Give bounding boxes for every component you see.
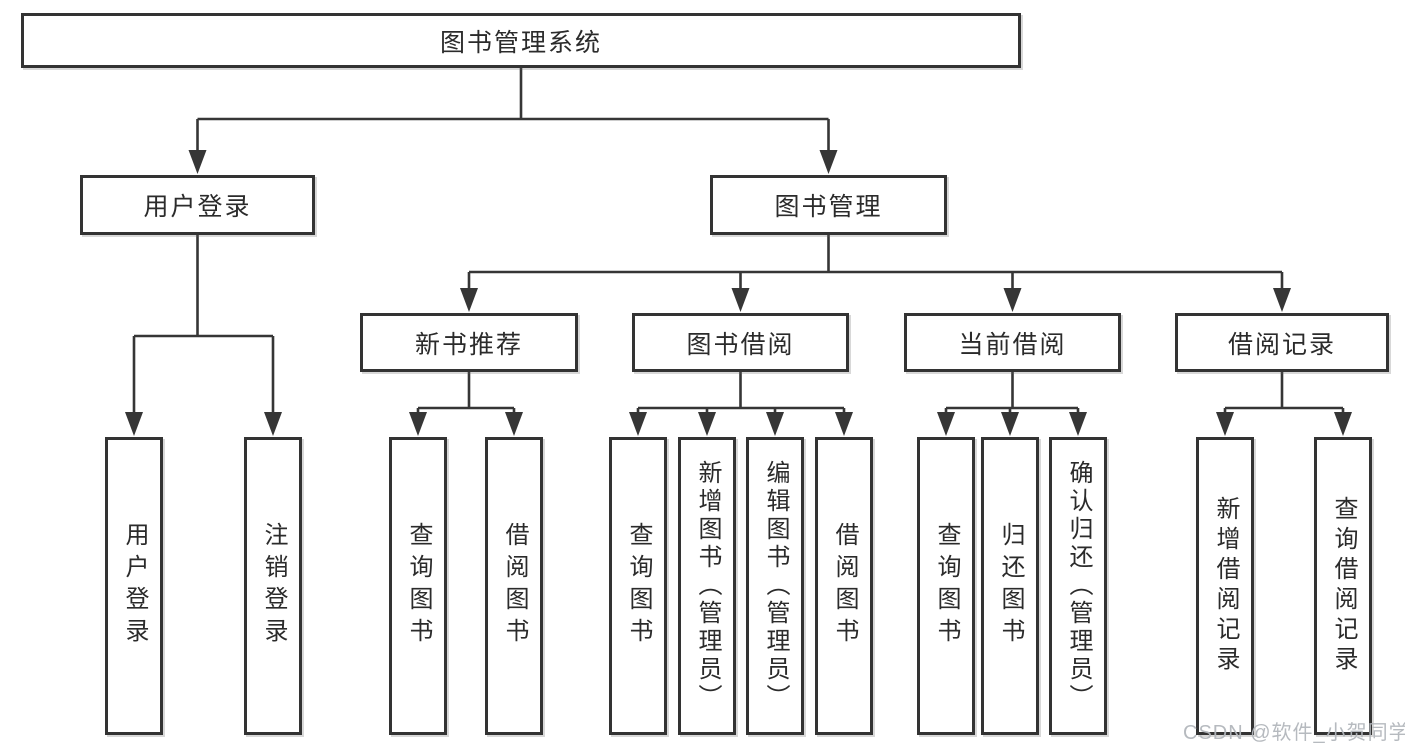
leaf-query-borrow-record-label: 查询借阅记录	[1330, 496, 1357, 676]
node-root: 图书管理系统	[21, 13, 1021, 68]
node-book-borrowing-label: 图书借阅	[686, 330, 795, 359]
arrowhead	[1003, 288, 1022, 312]
connector-current-borrowing	[944, 372, 1080, 418]
leaf-query-books-recommend: 查询图书	[389, 437, 447, 735]
arrowhead	[937, 412, 955, 436]
node-current-borrowing: 当前借阅	[904, 313, 1121, 372]
leaf-query-books-current-label: 查询图书	[933, 522, 960, 650]
leaf-borrow-books-borrowing: 借阅图书	[815, 437, 873, 735]
leaf-user-login: 用户登录	[105, 437, 163, 735]
leaf-query-books-borrowing-label: 查询图书	[625, 522, 652, 650]
arrowhead	[698, 412, 716, 436]
leaf-return-books-label: 归还图书	[997, 522, 1024, 650]
arrowhead	[264, 412, 282, 436]
node-new-book-recommend: 新书推荐	[360, 313, 578, 372]
arrowhead	[188, 150, 207, 174]
node-borrowing-records: 借阅记录	[1175, 313, 1389, 372]
leaf-user-login-label: 用户登录	[121, 522, 148, 650]
csdn-watermark: CSDN @软件_小贺同学	[1183, 722, 1405, 744]
leaf-confirm-return-admin: 确认归还（管理员）	[1049, 437, 1107, 735]
connector-borrowing-records	[1223, 372, 1345, 418]
node-borrowing-records-label: 借阅记录	[1227, 330, 1336, 359]
node-book-management: 图书管理	[710, 175, 947, 235]
node-book-management-label: 图书管理	[774, 193, 883, 221]
arrowhead	[409, 412, 427, 436]
arrowhead	[731, 288, 750, 312]
node-user-login-label: 用户登录	[143, 193, 252, 221]
arrowhead	[819, 150, 838, 174]
connector-book-borrowing	[636, 372, 846, 418]
leaf-query-books-borrowing: 查询图书	[609, 437, 667, 735]
leaf-confirm-return-admin-label: 确认归还（管理员）	[1065, 460, 1092, 712]
leaf-add-borrow-record-label: 新增借阅记录	[1212, 496, 1239, 676]
connector-user-login	[132, 235, 275, 418]
node-user-login: 用户登录	[80, 175, 315, 235]
node-root-label: 图书管理系统	[439, 28, 602, 57]
arrowhead	[1216, 412, 1234, 436]
arrowhead	[629, 412, 647, 436]
arrowhead	[125, 412, 143, 436]
arrowhead	[1001, 412, 1019, 436]
connector-root	[196, 68, 830, 156]
leaf-edit-books-admin: 编辑图书（管理员）	[746, 437, 804, 735]
leaf-add-books-admin-label: 新增图书（管理员）	[694, 460, 721, 712]
arrowhead	[1069, 412, 1087, 436]
connector-book-management	[467, 235, 1284, 294]
leaf-logout-label: 注销登录	[260, 522, 287, 650]
node-new-book-recommend-label: 新书推荐	[414, 330, 523, 359]
leaf-return-books: 归还图书	[981, 437, 1039, 735]
node-current-borrowing-label: 当前借阅	[958, 330, 1067, 359]
arrowhead	[460, 288, 478, 312]
arrowhead	[505, 412, 523, 436]
leaf-borrow-books-borrowing-label: 借阅图书	[831, 522, 858, 650]
leaf-add-borrow-record: 新增借阅记录	[1196, 437, 1254, 735]
arrowhead	[1273, 288, 1291, 312]
arrowhead	[835, 412, 853, 436]
leaf-edit-books-admin-label: 编辑图书（管理员）	[762, 460, 789, 712]
leaf-query-books-recommend-label: 查询图书	[405, 522, 432, 650]
leaf-borrow-books-recommend-label: 借阅图书	[501, 522, 528, 650]
leaf-query-books-current: 查询图书	[917, 437, 975, 735]
arrowhead	[1334, 412, 1352, 436]
node-book-borrowing: 图书借阅	[632, 313, 849, 372]
leaf-borrow-books-recommend: 借阅图书	[485, 437, 543, 735]
arrowhead	[766, 412, 784, 436]
leaf-logout: 注销登录	[244, 437, 302, 735]
connector-new-book-recommend	[416, 372, 516, 418]
leaf-add-books-admin: 新增图书（管理员）	[678, 437, 736, 735]
leaf-query-borrow-record: 查询借阅记录	[1314, 437, 1372, 735]
